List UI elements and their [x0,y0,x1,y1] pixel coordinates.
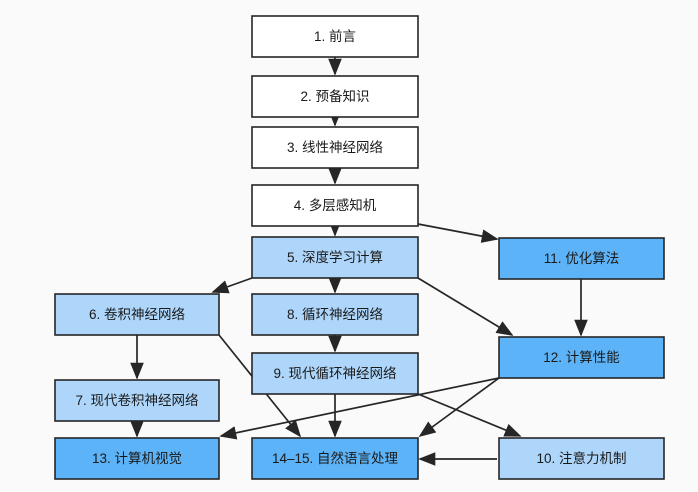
edge-5-to-6 [211,277,253,294]
node-n12[interactable]: 12. 计算性能 [498,336,665,379]
node-n3[interactable]: 3. 线性神经网络 [251,126,419,169]
node-box-n11[interactable] [498,237,665,280]
node-label-n3: 3. 线性神经网络 [287,140,384,155]
node-label-n11: 11. 优化算法 [544,251,620,266]
node-box-n9[interactable] [251,352,419,395]
node-box-n2[interactable] [251,75,419,118]
node-n10[interactable]: 10. 注意力机制 [498,437,665,480]
node-n14[interactable]: 14–15. 自然语言处理 [251,437,419,480]
node-box-n8[interactable] [251,293,419,336]
node-box-n14[interactable] [251,437,419,480]
node-label-n6: 6. 卷积神经网络 [89,307,186,322]
node-n13[interactable]: 13. 计算机视觉 [54,437,220,480]
node-label-n12: 12. 计算性能 [543,350,620,365]
node-label-n8: 8. 循环神经网络 [287,307,384,322]
node-box-n5[interactable] [251,236,419,279]
edge-9-to-10 [417,393,522,437]
edge-12-to-13 [219,377,500,440]
node-n7[interactable]: 7. 现代卷积神经网络 [54,379,220,422]
edges-layer [130,57,588,466]
node-label-n14: 14–15. 自然语言处理 [272,450,399,466]
node-box-n4[interactable] [251,184,419,227]
edge-4-to-11 [417,223,499,243]
node-label-n9: 9. 现代循环神经网络 [273,366,397,381]
edge-5-to-12 [417,277,514,336]
node-box-n13[interactable] [54,437,220,480]
node-n5[interactable]: 5. 深度学习计算 [251,236,419,279]
node-n6[interactable]: 6. 卷积神经网络 [54,293,220,336]
edge-12-to-14 [418,377,500,438]
node-n2[interactable]: 2. 预备知识 [251,75,419,118]
node-box-n7[interactable] [54,379,220,422]
node-label-n1: 1. 前言 [314,28,356,44]
node-n9[interactable]: 9. 现代循环神经网络 [251,352,419,395]
node-n11[interactable]: 11. 优化算法 [498,237,665,280]
node-n1[interactable]: 1. 前言 [251,15,419,58]
node-label-n5: 5. 深度学习计算 [287,250,383,265]
node-box-n10[interactable] [498,437,665,480]
node-n8[interactable]: 8. 循环神经网络 [251,293,419,336]
node-label-n13: 13. 计算机视觉 [92,451,182,466]
node-label-n7: 7. 现代卷积神经网络 [75,393,199,408]
node-label-n2: 2. 预备知识 [300,88,369,104]
nodes-layer: 1. 前言 2. 预备知识 3. 线性神经网络 4. 多层感知机 5. 深度学习计算 6.… [54,15,665,480]
node-box-n12[interactable] [498,336,665,379]
node-label-n10: 10. 注意力机制 [536,450,626,466]
node-n4[interactable]: 4. 多层感知机 [251,184,419,227]
node-label-n4: 4. 多层感知机 [294,197,377,213]
node-box-n6[interactable] [54,293,220,336]
node-box-n1[interactable] [251,15,419,58]
node-box-n3[interactable] [251,126,419,169]
